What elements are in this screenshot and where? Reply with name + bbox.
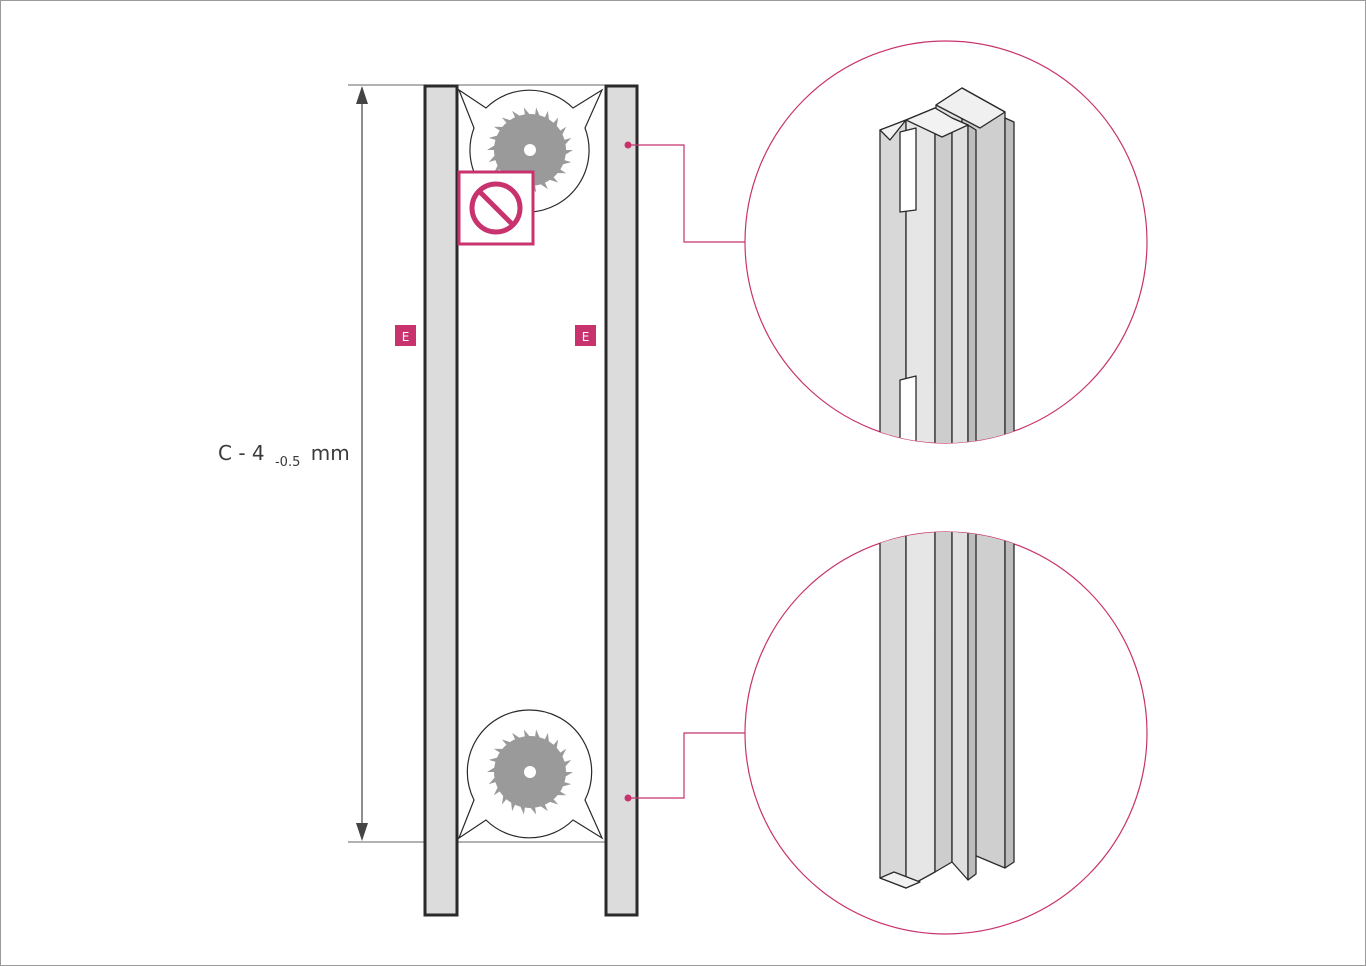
circular-saw-icon: [487, 729, 573, 815]
no-entry-icon: [457, 170, 535, 246]
saw-tooth: [555, 790, 567, 796]
saw-tooth: [493, 126, 505, 132]
saw-tooth: [558, 748, 567, 759]
saw-tooth: [544, 732, 550, 744]
dimension-line: [348, 84, 635, 843]
saw-tooth: [519, 804, 526, 815]
saw-tooth: [538, 802, 548, 812]
arrow-up-icon: [356, 86, 368, 104]
right-profile: [604, 84, 639, 917]
saw-tooth: [493, 785, 502, 796]
saw-tooth: [493, 748, 505, 754]
profile-tag-right-text: E: [582, 330, 590, 344]
detail-view-top: [744, 40, 1148, 444]
detail-view-bottom: [744, 531, 1148, 935]
saw-tooth: [501, 739, 513, 747]
saw-tooth: [544, 110, 550, 122]
saw-tooth: [501, 793, 508, 805]
saw-tooth: [488, 775, 498, 785]
leader-top: [624, 141, 745, 243]
saw-tooth: [534, 107, 541, 118]
saw-tooth: [487, 144, 497, 150]
profile-tag-left: E: [395, 325, 416, 346]
saw-tooth: [523, 729, 531, 739]
saw-tooth: [538, 180, 548, 190]
arrow-down-icon: [356, 823, 368, 841]
saw-tooth: [510, 800, 516, 812]
leader-bottom: [624, 732, 745, 802]
saw-tooth: [552, 739, 559, 751]
saw-tooth: [558, 126, 567, 137]
saw-tooth: [501, 117, 513, 125]
saw-tooth: [560, 781, 572, 787]
saw-tooth: [512, 110, 522, 120]
saw-tooth: [534, 729, 541, 740]
dimension-main: C - 4: [218, 441, 265, 465]
saw-tooth: [555, 168, 567, 174]
saw-tooth: [547, 797, 559, 805]
saw-tooth: [488, 757, 500, 763]
saw-tooth: [512, 732, 522, 742]
dimension-label: C - 4 -0.5 mm: [218, 441, 350, 471]
dimension-tolerance: -0.5: [275, 455, 300, 470]
saw-tooth: [547, 175, 559, 183]
profile-tag-right: E: [575, 325, 596, 346]
saw-tooth: [488, 153, 498, 163]
saw-tooth: [529, 805, 537, 815]
saw-tooth: [562, 759, 572, 769]
saw-tooth: [488, 135, 500, 141]
profile-tag-left-text: E: [402, 330, 410, 344]
saw-tooth: [563, 150, 573, 156]
saw-tooth: [523, 107, 531, 117]
saw-tooth: [552, 117, 559, 129]
saw-tooth: [562, 137, 572, 147]
saw-tooth: [560, 159, 572, 165]
left-profile: [423, 84, 459, 917]
saw-bubble-bottom: [457, 709, 604, 840]
dimension-unit: mm: [311, 441, 350, 465]
